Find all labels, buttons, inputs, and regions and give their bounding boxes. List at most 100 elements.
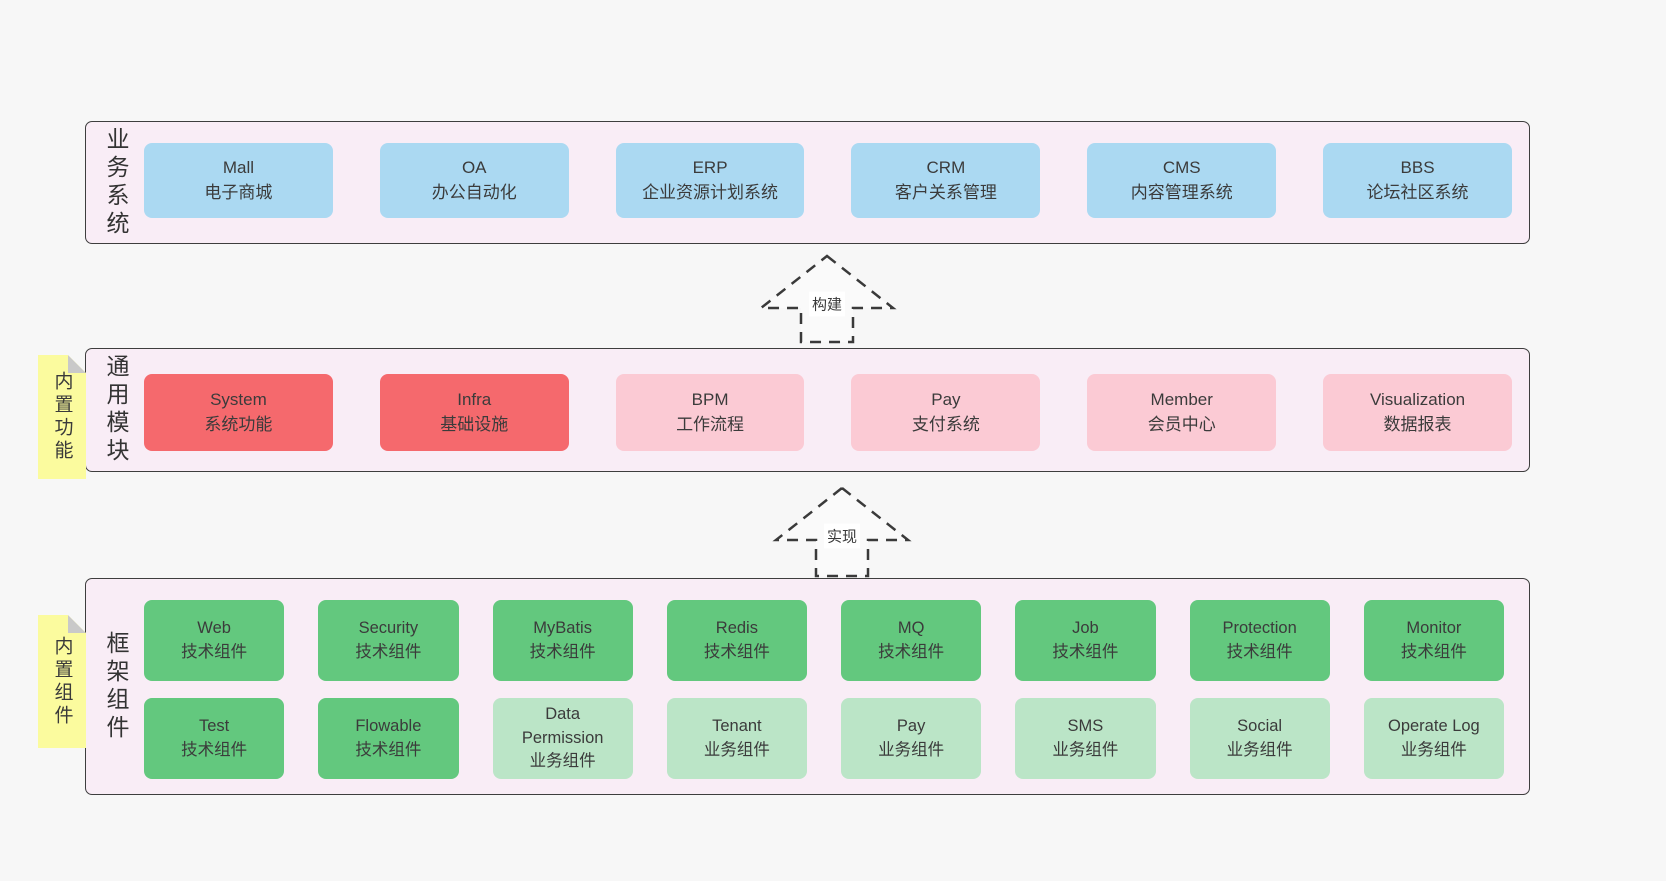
box-subtitle: 技术组件 (529, 642, 596, 661)
box-title: Web (197, 619, 231, 638)
box-title: Flowable (355, 717, 422, 736)
box-pay-module: Pay 支付系统 (851, 374, 1041, 451)
box-sms: SMS 业务组件 (1015, 698, 1156, 779)
sticky-note-text: 内置功能 (51, 371, 73, 463)
box-title: Mall (222, 157, 254, 177)
box-title: Infra (457, 389, 492, 409)
box-bpm: BPM 工作流程 (615, 374, 805, 451)
box-title: MQ (897, 619, 925, 638)
box-title: CRM (926, 157, 966, 177)
box-erp: ERP 企业资源计划系统 (615, 143, 805, 218)
sticky-note-text: 内置组件 (51, 635, 73, 728)
box-title: BPM (691, 389, 729, 409)
box-redis: Redis 技术组件 (666, 600, 807, 681)
modules-box-row: System 系统功能 Infra 基础设施 BPM 工作流程 Pay 支付系统… (144, 374, 1512, 451)
box-member: Member 会员中心 (1087, 374, 1277, 451)
box-security: Security 技术组件 (318, 600, 459, 681)
box-subtitle: 工作流程 (676, 414, 745, 434)
box-subtitle: 技术组件 (355, 642, 422, 661)
box-title: MyBatis (533, 619, 592, 638)
box-subtitle: 系统功能 (204, 414, 273, 434)
box-monitor: Monitor 技术组件 (1363, 600, 1504, 681)
layer-business-systems: 业务系统 Mall 电子商城 OA 办公自动化 ERP 企业资源计划系统 CRM… (85, 121, 1530, 244)
box-subtitle: 电子商城 (204, 182, 273, 202)
box-subtitle: 技术组件 (181, 642, 248, 661)
box-title: Pay (931, 389, 961, 409)
box-subtitle: 论坛社区系统 (1366, 182, 1469, 202)
box-subtitle: 技术组件 (181, 740, 248, 759)
box-pay-component: Pay 业务组件 (841, 698, 982, 779)
box-subtitle: 业务组件 (1226, 740, 1293, 759)
box-subtitle: 业务组件 (1052, 740, 1119, 759)
box-title: Social (1237, 717, 1283, 736)
box-subtitle: 技术组件 (703, 642, 770, 661)
components-box-row-2: Test 技术组件 Flowable 技术组件 Data Permission … (144, 698, 1504, 779)
box-title: System (210, 389, 267, 409)
box-title: Pay (896, 717, 926, 736)
box-cms: CMS 内容管理系统 (1087, 143, 1277, 218)
box-title: Visualization (1369, 389, 1466, 409)
box-title: Redis (715, 619, 758, 638)
components-box-row-1: Web 技术组件 Security 技术组件 MyBatis 技术组件 Redi… (144, 600, 1504, 681)
layer-framework-components: 框架组件 Web 技术组件 Security 技术组件 MyBatis 技术组件… (85, 578, 1530, 795)
arrow-label-build: 构建 (808, 291, 846, 317)
box-subtitle: 技术组件 (1052, 642, 1119, 661)
box-subtitle: 基础设施 (440, 414, 509, 434)
box-subtitle: 业务组件 (1400, 740, 1467, 759)
box-mall: Mall 电子商城 (144, 143, 333, 218)
box-subtitle: 支付系统 (911, 414, 980, 434)
box-crm: CRM 客户关系管理 (851, 143, 1041, 218)
box-title: ERP (692, 157, 728, 177)
box-tenant: Tenant 业务组件 (666, 698, 807, 779)
box-visualization: Visualization 数据报表 (1323, 374, 1512, 451)
box-test: Test 技术组件 (144, 698, 285, 779)
box-subtitle: 技术组件 (1226, 642, 1293, 661)
box-subtitle: 技术组件 (1400, 642, 1467, 661)
box-title: Data Permission (521, 705, 604, 747)
sticky-note-built-in-components: 内置组件 (38, 615, 86, 748)
box-title: Monitor (1406, 619, 1462, 638)
box-title: Tenant (712, 717, 762, 736)
layer-label-common-modules: 通用模块 (103, 354, 129, 466)
box-infra: Infra 基础设施 (379, 374, 569, 451)
note-fold-icon (68, 615, 86, 633)
business-box-row: Mall 电子商城 OA 办公自动化 ERP 企业资源计划系统 CRM 客户关系… (144, 143, 1512, 218)
box-subtitle: 数据报表 (1383, 414, 1452, 434)
box-subtitle: 内容管理系统 (1130, 182, 1233, 202)
box-social: Social 业务组件 (1189, 698, 1330, 779)
box-web: Web 技术组件 (144, 600, 285, 681)
box-system: System 系统功能 (144, 374, 333, 451)
layer-label-business-systems: 业务系统 (103, 126, 129, 239)
box-title: Security (358, 619, 419, 638)
box-mybatis: MyBatis 技术组件 (492, 600, 633, 681)
box-title: OA (461, 157, 487, 177)
box-subtitle: 客户关系管理 (894, 182, 997, 202)
layer-common-modules: 通用模块 System 系统功能 Infra 基础设施 BPM 工作流程 Pay… (85, 348, 1530, 472)
box-subtitle: 会员中心 (1147, 414, 1216, 434)
box-title: Job (1072, 619, 1099, 638)
box-subtitle: 技术组件 (878, 642, 945, 661)
box-flowable: Flowable 技术组件 (318, 698, 459, 779)
box-subtitle: 技术组件 (355, 740, 422, 759)
box-title: BBS (1400, 157, 1435, 177)
box-mq: MQ 技术组件 (841, 600, 982, 681)
box-job: Job 技术组件 (1015, 600, 1156, 681)
box-title: Protection (1222, 619, 1297, 638)
note-fold-icon (68, 355, 86, 373)
box-title: Operate Log (1388, 717, 1480, 736)
box-data-permission: Data Permission 业务组件 (492, 698, 633, 779)
box-subtitle: 企业资源计划系统 (642, 182, 779, 202)
box-subtitle: 业务组件 (529, 752, 596, 771)
layer-label-framework-components: 框架组件 (103, 630, 129, 743)
box-subtitle: 业务组件 (703, 740, 770, 759)
box-oa: OA 办公自动化 (379, 143, 569, 218)
box-operate-log: Operate Log 业务组件 (1363, 698, 1504, 779)
box-title: SMS (1067, 717, 1104, 736)
box-title: Member (1150, 389, 1213, 409)
box-bbs: BBS 论坛社区系统 (1323, 143, 1512, 218)
box-protection: Protection 技术组件 (1189, 600, 1330, 681)
box-subtitle: 办公自动化 (431, 182, 517, 202)
box-title: CMS (1162, 157, 1201, 177)
